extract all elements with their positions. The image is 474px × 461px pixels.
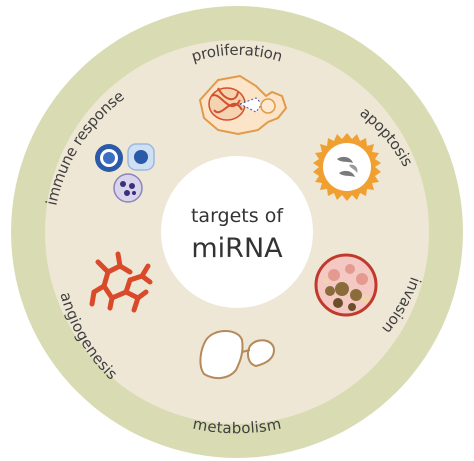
- center-title-line2: miRNA: [191, 233, 283, 264]
- liver-icon: [199, 330, 276, 380]
- blood-vessel-network-icon: [89, 251, 153, 313]
- apoptotic-cell-icon: [313, 133, 381, 201]
- center-title-line1: targets of: [191, 205, 284, 227]
- invasive-tissue-icon: [314, 253, 378, 317]
- center-disc: [161, 156, 313, 308]
- immune-cells-icon: [95, 143, 155, 203]
- label-metabolism: metabolism: [191, 415, 282, 438]
- dividing-cell-icon: [198, 74, 288, 136]
